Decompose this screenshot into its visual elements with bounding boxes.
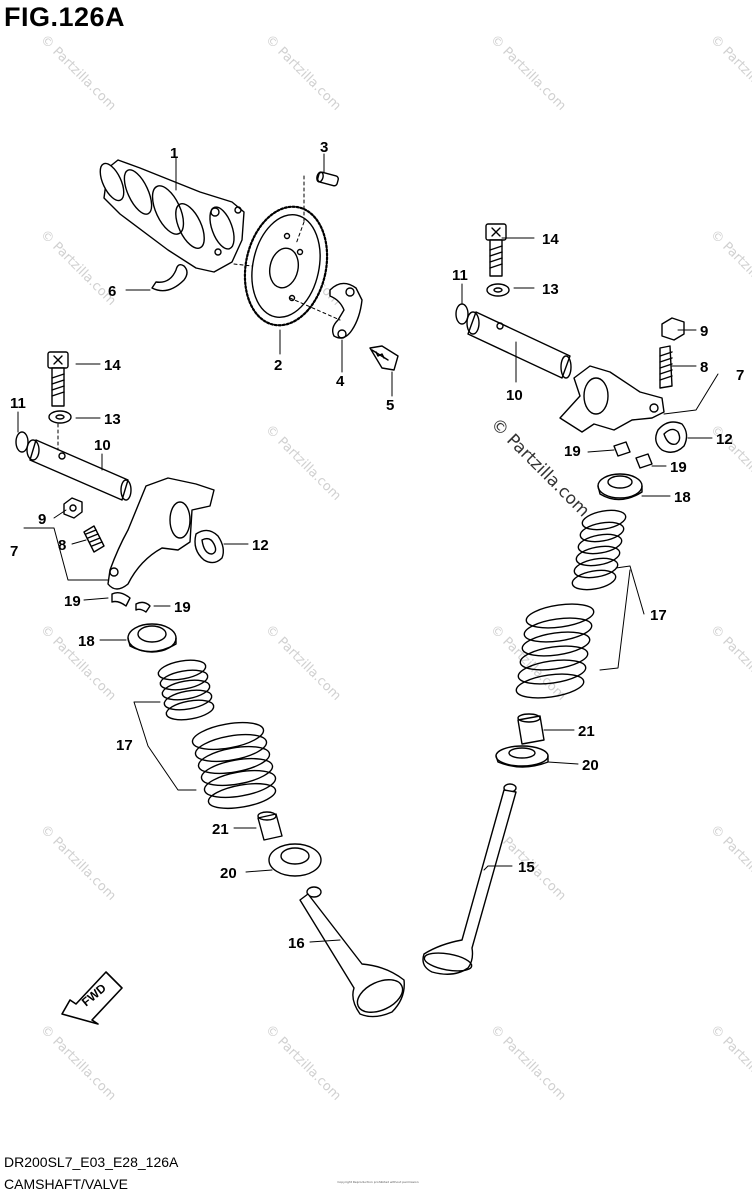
callout-8: 8 (700, 359, 708, 376)
spring-retainer (597, 473, 643, 501)
callout-20: 20 (220, 865, 237, 882)
valve-cotter (635, 453, 653, 469)
callout-12: 12 (252, 537, 269, 554)
sprocket-plate (329, 282, 363, 339)
callout-9: 9 (700, 323, 708, 340)
exhaust-valve (422, 783, 517, 975)
watermark-text: © Partzilla.com (707, 1022, 752, 1104)
callout-7: 7 (736, 367, 744, 384)
callout-14: 14 (104, 357, 121, 374)
rocker-shaft (26, 439, 132, 501)
callout-13: 13 (542, 281, 559, 298)
gasket (655, 421, 688, 453)
callout-19: 19 (64, 593, 81, 610)
circlip (151, 263, 188, 292)
callout-7: 7 (10, 543, 18, 560)
copyright-fine-print: Copyright Reproduction prohibited withou… (337, 1180, 419, 1184)
callout-17: 17 (116, 737, 133, 754)
inner-valve-spring (571, 509, 627, 591)
callout-3: 3 (320, 139, 328, 156)
callout-1: 1 (170, 145, 178, 162)
section-name: CAMSHAFT/VALVE (4, 1176, 128, 1192)
watermark-text: © Partzilla.com (707, 822, 752, 904)
callout-11: 11 (452, 267, 468, 284)
callout-2: 2 (274, 357, 282, 374)
forward-arrow-icon (61, 971, 123, 1025)
watermark-text: © Partzilla.com (262, 1022, 344, 1104)
spring-seat (268, 843, 322, 877)
callout-5: 5 (386, 397, 394, 414)
callout-6: 6 (108, 283, 116, 300)
callout-4: 4 (336, 373, 345, 390)
callout-numbers: 1 3 6 2 4 5 14 13 11 10 9 8 7 12 19 19 1… (10, 139, 744, 952)
washer (48, 410, 72, 424)
callout-17: 17 (650, 607, 667, 624)
outer-valve-spring (191, 721, 277, 810)
watermark-text: © Partzilla.com (262, 32, 344, 114)
watermark-text: © Partzilla.com (707, 227, 752, 309)
callout-19: 19 (670, 459, 687, 476)
rocker-arm (107, 477, 215, 590)
callout-19: 19 (564, 443, 581, 460)
callout-21: 21 (212, 821, 229, 838)
callout-18: 18 (78, 633, 95, 650)
callout-10: 10 (506, 387, 523, 404)
spring-seat (495, 745, 549, 768)
callout-11: 11 (10, 395, 26, 412)
rocker-arm (559, 365, 665, 433)
callout-14: 14 (542, 231, 559, 248)
watermark-text: © Partzilla.com (262, 622, 344, 704)
valve-stem-seal (257, 811, 283, 841)
adjusting-screw (83, 525, 105, 553)
valve-cotter (613, 441, 631, 457)
watermark-text: © Partzilla.com (707, 622, 752, 704)
watermark-text: © Partzilla.com (487, 1022, 569, 1104)
figure-title: FIG.126A (4, 2, 126, 32)
callout-8: 8 (58, 537, 66, 554)
callout-19: 19 (174, 599, 191, 616)
callout-13: 13 (104, 411, 121, 428)
leader-lines (17, 153, 719, 943)
valve-cotter (111, 591, 131, 607)
watermark-text-large: © Partzilla.com (486, 414, 593, 521)
callout-9: 9 (38, 511, 46, 528)
lock-nut (661, 317, 685, 341)
valve-stem-seal (517, 713, 545, 745)
callout-18: 18 (674, 489, 691, 506)
sprocket-bolt (369, 345, 399, 371)
inner-valve-spring (157, 659, 215, 721)
spring-retainer (127, 623, 177, 653)
cam-sprocket (243, 205, 329, 327)
valve-cotter (135, 601, 151, 613)
gasket (194, 529, 225, 564)
callout-16: 16 (288, 935, 305, 952)
watermark-text: © Partzilla.com (487, 622, 569, 704)
watermark-text: © Partzilla.com (262, 422, 344, 504)
rocker-shaft-bolt (485, 223, 507, 277)
watermark-text: © Partzilla.com (37, 1022, 119, 1104)
camshaft (99, 159, 245, 273)
outer-valve-spring (515, 603, 595, 699)
callout-20: 20 (582, 757, 599, 774)
callout-12: 12 (716, 431, 733, 448)
intake-valve (299, 886, 405, 1018)
watermark-text: © Partzilla.com (37, 822, 119, 904)
dowel-pin (316, 171, 339, 187)
rocker-shaft-bolt (47, 351, 69, 407)
lock-nut (63, 497, 83, 519)
rocker-shaft (466, 311, 572, 379)
watermark-text: © Partzilla.com (707, 32, 752, 114)
watermark-text: © Partzilla.com (37, 227, 119, 309)
watermark-text: © Partzilla.com (487, 32, 569, 114)
o-ring (455, 303, 469, 325)
washer (486, 283, 510, 297)
callout-15: 15 (518, 859, 535, 876)
watermark-text: © Partzilla.com (37, 32, 119, 114)
callout-10: 10 (94, 437, 111, 454)
model-code: DR200SL7_E03_E28_126A (4, 1154, 179, 1170)
o-ring (15, 431, 29, 453)
adjusting-screw (659, 345, 673, 389)
callout-21: 21 (578, 723, 595, 740)
